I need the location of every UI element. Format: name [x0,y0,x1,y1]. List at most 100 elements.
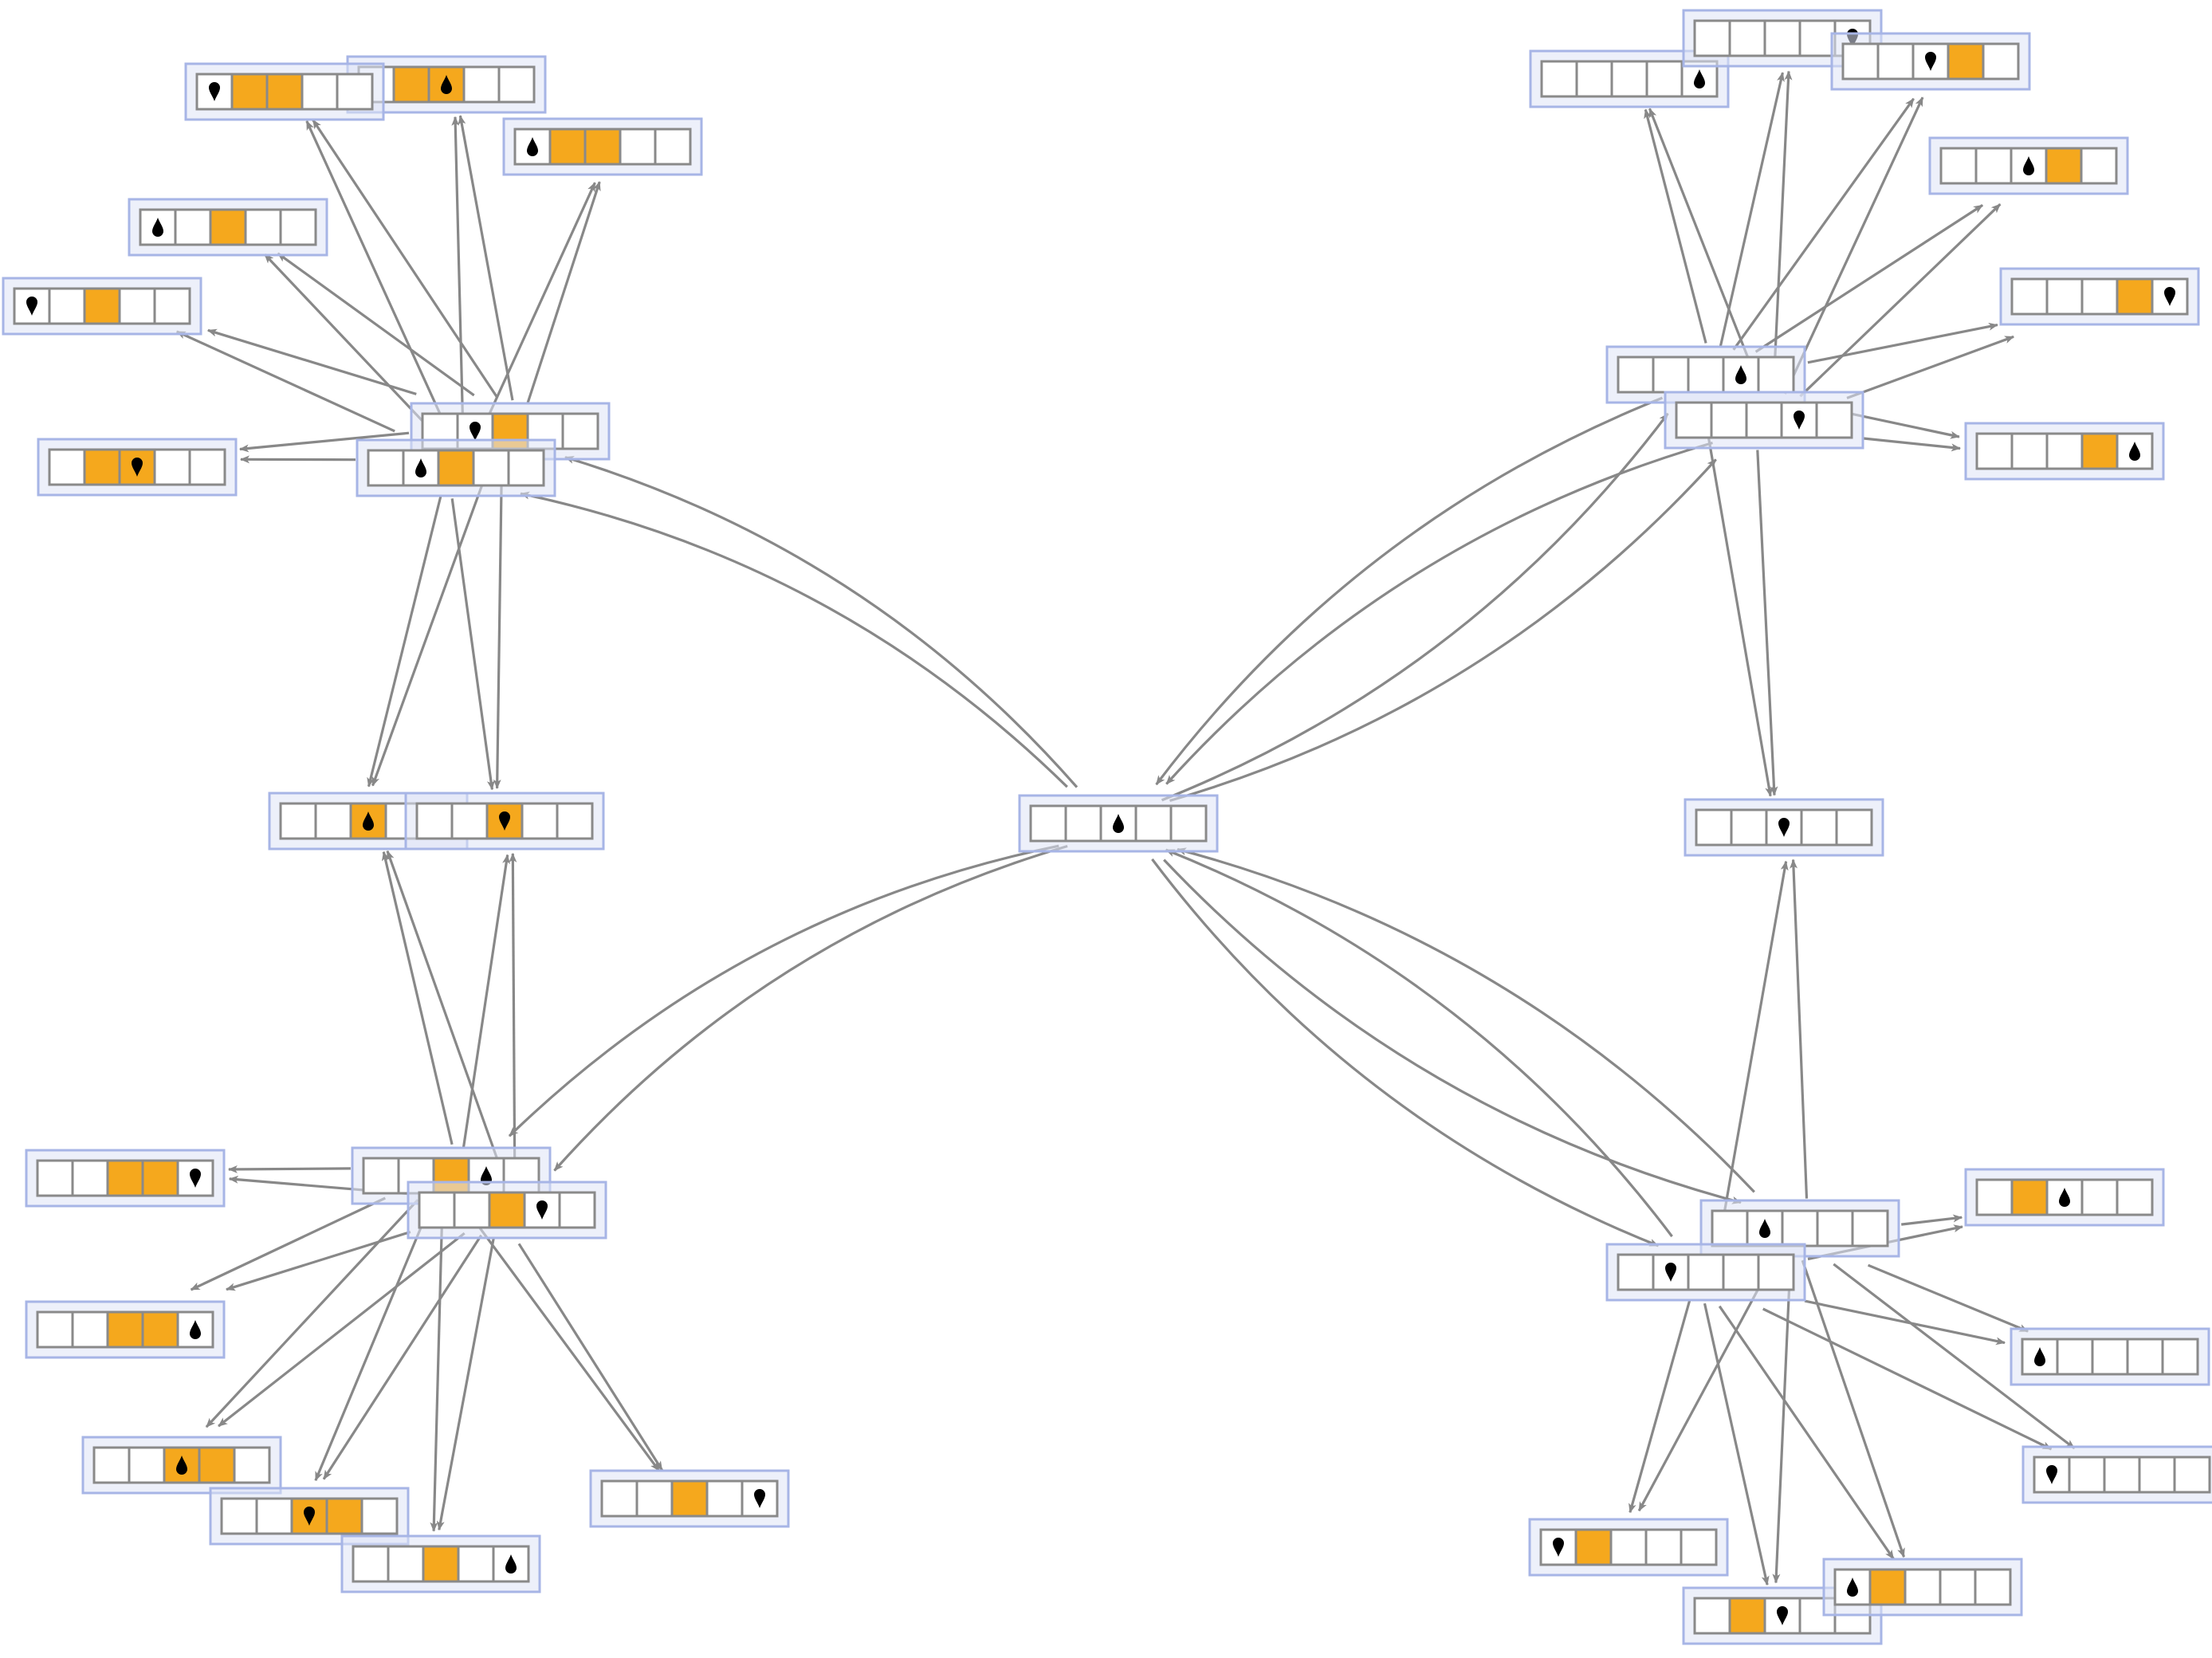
edge-ll1-to-ll7 [314,1201,433,1482]
edge-ll1-to-ll4 [190,1196,386,1291]
head-up-icon [1847,1577,1858,1597]
head-up-icon [176,1456,187,1475]
head-down-icon [536,1200,548,1220]
tape-cell [1575,60,1613,98]
tape-cell [1851,1209,1889,1247]
tape-cell [301,73,339,111]
tape-state-node [1999,267,2200,326]
edge-lr1-to-lr7 [1772,1257,1792,1584]
tape-cell [1876,42,1915,81]
tape-cell [1680,1528,1718,1566]
edge-ul1-to-ul8 [239,431,410,453]
head-up-icon [2034,1347,2045,1366]
tape-cell-marked [583,128,622,166]
edge-ll1-to-ml2 [462,854,511,1148]
tape-cell [1652,356,1690,394]
tape-cell-marked [2080,432,2119,470]
tape-cell [174,208,212,246]
edge-c-to-ll2 [553,844,1068,1172]
tape-cell [1687,356,1725,394]
head-down-icon [470,422,481,441]
tape-cell [1644,1528,1683,1566]
tape-cell-marked [1947,42,1985,81]
edges-layer [175,70,2076,1586]
edge-ul1-to-ul4 [525,181,601,405]
head-down-icon [190,1169,201,1188]
edge-lr2-to-lr4 [1804,1299,2006,1346]
tape-cell [1609,1528,1648,1566]
tape-cell [1798,19,1837,57]
edge-ul2-to-ml2 [450,498,495,791]
tape-cell-marked [141,1310,179,1349]
tape-cell [1841,42,1880,81]
tape-cell [220,1497,258,1535]
edge-ur2-to-ur8 [1863,437,1961,452]
edge-ur2-to-mr1 [1756,450,1778,796]
edge-lr1-to-mr1 [1790,858,1809,1199]
tape-cell [2103,1456,2141,1494]
tape-cell-marked [422,1545,460,1583]
edge-c-to-ul1 [564,456,1078,788]
edge-lr1-to-lr4 [1867,1263,2029,1333]
tape-cell [1617,1253,1655,1291]
tape-cell [188,448,226,486]
tape-cell-marked [265,73,304,111]
tape-cell [1835,808,1873,847]
head-up-icon [481,1166,492,1185]
tape-cell [1939,1568,1977,1606]
tape-state-node [1528,1518,1729,1577]
tape-cell [2080,277,2119,316]
head-up-icon [415,458,426,477]
head-down-icon [1794,411,1805,430]
tape-cell [2138,1456,2176,1494]
tape-cell [2045,432,2084,470]
tape-cell [36,1310,74,1349]
tape-cell [1710,401,1748,439]
edge-ul2-to-ul3 [451,116,465,438]
tape-cell [561,412,599,450]
edge-ll1-to-ll6 [466,1208,660,1471]
tape-cell-marked [106,1310,144,1349]
tape-cell [1800,808,1838,847]
tape-state-node [1830,32,2031,91]
edge-ul1-to-ul5 [312,119,499,399]
tape-cell [654,128,692,166]
tape-cell [462,65,501,104]
nodes-layer [2,9,2212,1645]
tape-cell [600,1479,638,1518]
tape-state-node [184,62,385,121]
tape-state-node [1928,136,2129,195]
edge-c-to-ur2 [1169,458,1717,803]
head-down-icon [1553,1538,1564,1557]
head-down-icon [2046,1465,2057,1484]
tape-cell [2091,1338,2129,1376]
tape-cell-marked [83,448,121,486]
tape-cell [255,1497,293,1535]
tape-cell [1757,1253,1795,1291]
tape-cell-marked [209,208,247,246]
edge-ur2-to-c [1165,441,1713,785]
edge-ll1-to-ll8 [430,1204,444,1532]
tape-state-node [2,277,202,336]
head-up-icon [1735,365,1746,384]
tape-cell [418,1191,456,1229]
edge-lr2-to-lr8 [1718,1305,1895,1560]
head-up-icon [441,75,452,94]
head-up-icon [190,1320,201,1339]
tape-cell [2080,147,2118,185]
edge-lr1-to-lr3 [1901,1214,1963,1226]
tape-cell [336,73,374,111]
edge-ur1-to-mr1 [1701,405,1774,797]
edge-ur1-to-ur6 [1754,204,1983,353]
edge-ul1-to-ul6 [277,252,475,397]
edge-lr1-to-lr8 [1801,1259,1906,1558]
tape-cell [1982,42,2020,81]
edge-lr2-to-mr1 [1717,860,1789,1244]
tape-cell-marked [230,73,269,111]
edge-ll1-to-ml1 [381,851,454,1145]
edge-ll2-to-ll4 [226,1230,411,1291]
edge-lr2-to-lr6 [1629,1299,1691,1514]
edge-c-to-lr1 [1163,858,1742,1204]
head-up-icon [1694,69,1705,88]
